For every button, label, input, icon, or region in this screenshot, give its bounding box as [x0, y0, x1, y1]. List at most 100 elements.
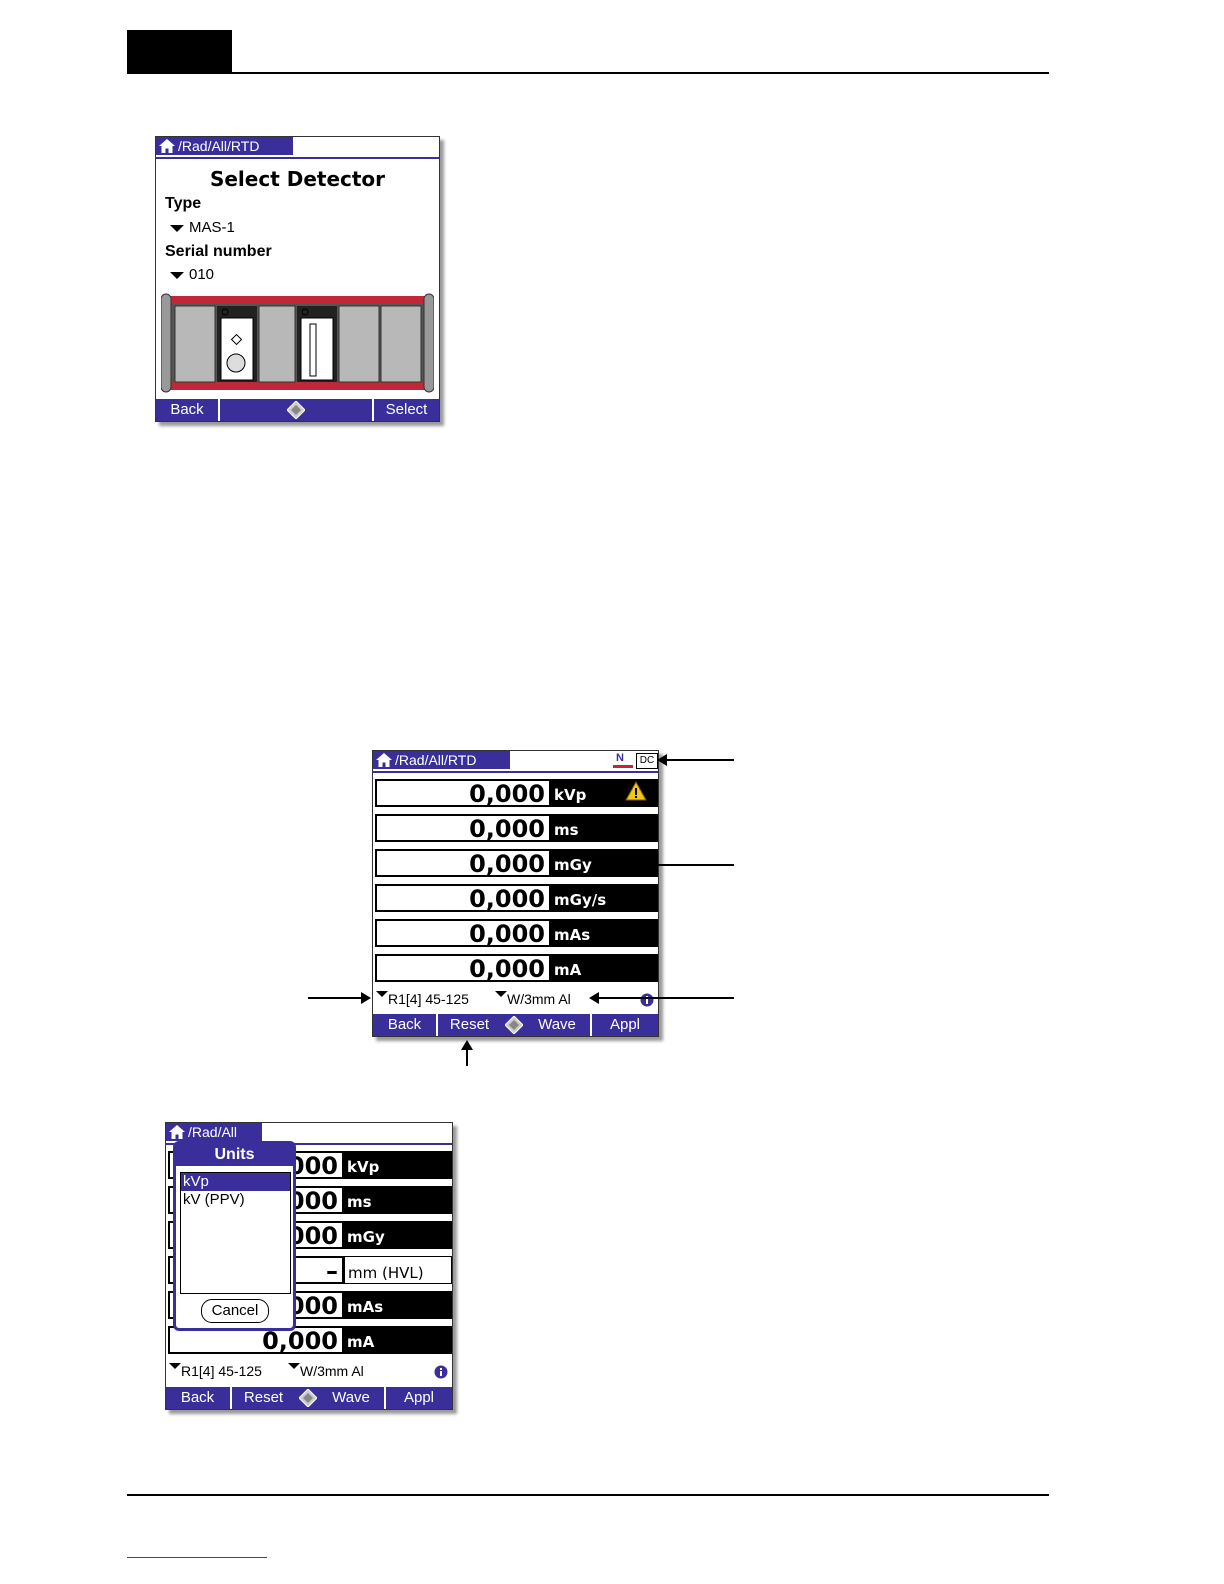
arrowhead-icon [657, 754, 667, 766]
reading-unit[interactable]: mAs [344, 1291, 452, 1319]
range-selector[interactable]: R1[4] 45-125 [169, 1363, 262, 1379]
back-button[interactable]: Back [170, 401, 204, 418]
range-value: R1[4] 45-125 [388, 991, 469, 1007]
nav-diamond-icon[interactable] [287, 401, 305, 419]
select-button[interactable]: Select [385, 401, 428, 418]
wave-button[interactable]: Wave [332, 1389, 370, 1406]
serial-dropdown[interactable]: 010 [170, 266, 214, 283]
reading-unit[interactable]: mGy [344, 1221, 452, 1249]
units-popup-screen: /Rad/All 000 kVp 000 ms 000 mGy – mm (HV… [165, 1122, 453, 1410]
reading-unit[interactable]: mAs [551, 919, 658, 947]
units-popup: Units kVp kV (PPV) Cancel [173, 1141, 296, 1331]
dropdown-arrow-icon [288, 1363, 300, 1369]
breadcrumb[interactable]: /Rad/All/RTD [156, 137, 293, 155]
home-icon [159, 139, 175, 153]
breadcrumb-text: /Rad/All/RTD [178, 138, 260, 154]
reading-value: 0,000 [375, 779, 551, 807]
reading-row[interactable]: 0,000 mGy/s [373, 882, 658, 914]
serial-label: Serial number [165, 243, 272, 260]
reset-button[interactable]: Reset [449, 1016, 490, 1033]
divider [230, 1387, 232, 1409]
title-rule [373, 771, 658, 773]
dc-mode-icon: DC [636, 753, 658, 769]
home-icon [376, 753, 392, 767]
type-label: Type [165, 195, 202, 212]
wave-button[interactable]: Wave [538, 1016, 576, 1033]
reading-value: 0,000 [375, 954, 551, 982]
reading-row[interactable]: 0,000 mGy [373, 847, 658, 879]
softkey-bar: Back Reset Wave Appl [373, 1014, 658, 1036]
popup-title: Units [176, 1144, 293, 1166]
callout-arrow-reset [466, 1048, 468, 1066]
divider [384, 1387, 386, 1409]
cancel-button[interactable]: Cancel [201, 1299, 269, 1323]
reading-row[interactable]: 0,000 mAs [373, 917, 658, 949]
back-button[interactable]: Back [180, 1389, 215, 1406]
dropdown-arrow-icon [495, 991, 507, 997]
battery-status-icon: N [613, 752, 633, 768]
range-selector[interactable]: R1[4] 45-125 [376, 991, 469, 1007]
divider [372, 399, 374, 421]
breadcrumb-text: /Rad/All [188, 1124, 238, 1140]
callout-arrow-unit [610, 864, 734, 866]
page-title: Select Detector [209, 167, 386, 191]
header-rule [127, 72, 1049, 74]
reading-unit[interactable]: mm (HVL) [344, 1256, 452, 1284]
reading-value: 0,000 [375, 814, 551, 842]
reading-row[interactable]: 0,000 mA [373, 952, 658, 984]
type-value: MAS-1 [189, 219, 235, 236]
callout-arrow-status [666, 759, 734, 761]
filter-value: W/3mm Al [507, 991, 571, 1007]
footer-rule [127, 1494, 1049, 1496]
units-list: kVp kV (PPV) [180, 1172, 291, 1294]
reset-button[interactable]: Reset [243, 1389, 284, 1406]
reading-value: 0,000 [375, 849, 551, 877]
reading-unit[interactable]: mA [344, 1326, 452, 1354]
arrowhead-icon [589, 992, 599, 1004]
list-item-selected[interactable]: kVp [181, 1173, 290, 1191]
breadcrumb[interactable]: /Rad/All/RTD [373, 751, 510, 769]
breadcrumb[interactable]: /Rad/All [166, 1123, 262, 1141]
divider [218, 399, 220, 421]
title-rule [166, 1143, 452, 1145]
back-button[interactable]: Back [387, 1016, 422, 1033]
nav-diamond-icon[interactable] [505, 1016, 523, 1034]
divider [436, 1014, 438, 1036]
softkey-bar: Back Reset Wave Appl [166, 1387, 452, 1409]
info-icon[interactable] [640, 993, 654, 1007]
dropdown-arrow-icon [169, 1363, 181, 1369]
divider [590, 1014, 592, 1036]
callout-arrow-filter [598, 997, 734, 999]
breadcrumb-text: /Rad/All/RTD [395, 752, 477, 768]
list-item[interactable]: kV (PPV) [183, 1191, 245, 1208]
reading-unit[interactable]: mA [551, 954, 658, 982]
arrowhead-icon [361, 992, 371, 1004]
reading-unit[interactable]: ms [551, 814, 658, 842]
nav-diamond-icon[interactable] [299, 1389, 317, 1407]
dropdown-arrow-icon [170, 271, 184, 279]
title-rule [156, 157, 439, 159]
appl-button[interactable]: Appl [403, 1389, 435, 1406]
footer-link-underline[interactable] [127, 1557, 267, 1558]
filter-selector[interactable]: W/3mm Al [288, 1363, 364, 1379]
appl-button[interactable]: Appl [609, 1016, 641, 1033]
reading-unit[interactable]: kVp [344, 1151, 452, 1179]
home-icon [169, 1125, 185, 1139]
reading-unit[interactable]: ms [344, 1186, 452, 1214]
measurement-screen: /Rad/All/RTD N DC 0,000 kVp 0,000 ms 0,0… [372, 750, 659, 1037]
reading-row[interactable]: 0,000 ms [373, 812, 658, 844]
detector-illustration [161, 293, 434, 393]
info-icon[interactable] [434, 1365, 448, 1379]
reading-unit[interactable]: mGy/s [551, 884, 658, 912]
dropdown-arrow-icon [170, 224, 184, 232]
filter-selector[interactable]: W/3mm Al [495, 991, 571, 1007]
header-tab [127, 30, 232, 74]
type-dropdown[interactable]: MAS-1 [170, 219, 235, 236]
arrowhead-icon [601, 859, 611, 871]
warning-icon [625, 781, 647, 801]
filter-value: W/3mm Al [300, 1363, 364, 1379]
range-value: R1[4] 45-125 [181, 1363, 262, 1379]
dropdown-arrow-icon [376, 991, 388, 997]
reading-row[interactable]: 0,000 kVp [373, 777, 658, 809]
softkey-bar: Back Select [156, 399, 439, 421]
